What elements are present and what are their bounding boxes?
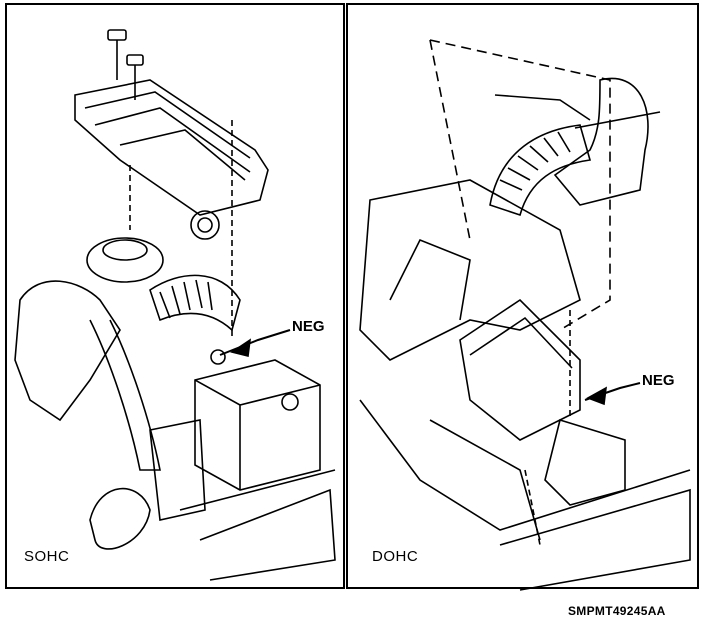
dohc-air-cleaner [459,298,581,441]
dohc-engine [359,179,581,361]
sohc-throttle-body [86,237,164,283]
dohc-panel-label: DOHC [372,548,419,565]
sohc-engine [14,280,121,422]
sohc-neg-callout: NEG [292,318,325,335]
sohc-bolt [107,29,127,80]
sohc-neg-leader [219,329,291,356]
sohc-illustration [14,29,336,581]
sohc-battery [194,359,321,491]
sohc-panel-label: SOHC [24,548,70,565]
dohc-neg-callout: NEG [642,372,675,389]
dohc-air-duct [553,77,649,206]
dohc-panel-border [346,3,699,589]
figure-reference-code: SMPMT49245AA [568,604,666,618]
sohc-bolt [126,54,144,100]
dohc-battery [544,418,626,506]
dohc-illustration [359,39,691,591]
sohc-intake-hose [149,274,241,332]
dohc-intake-hose [489,124,592,217]
sohc-air-cleaner-lid [74,79,269,216]
sohc-panel-border [5,3,345,589]
